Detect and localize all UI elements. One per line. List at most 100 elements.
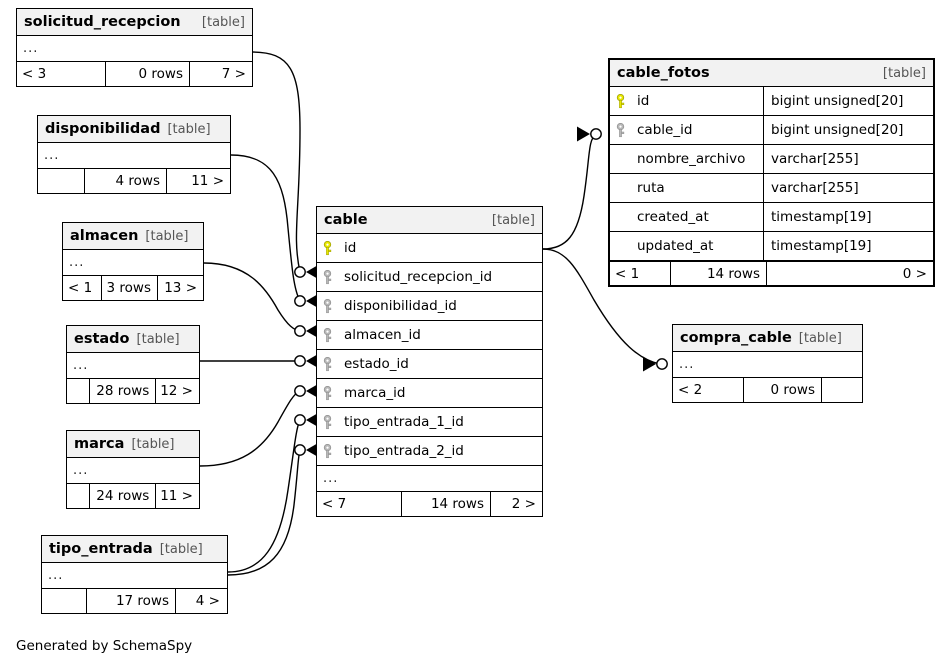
table-header: cable_fotos [table] (610, 60, 933, 87)
column-row-id[interactable]: id bigint unsigned[20] (610, 87, 933, 116)
key-icon-foreign (317, 356, 338, 372)
key-icon-foreign (317, 385, 338, 401)
footer-parents-count[interactable]: < 7 (322, 496, 347, 512)
table-footer: < 3 0 rows 7 > (17, 62, 252, 86)
footer-children-count[interactable]: 7 > (221, 66, 246, 82)
table-cable[interactable]: cable [table] id (316, 206, 543, 517)
column-name: marca_id (344, 385, 406, 401)
edge-cable-cable-fotos (542, 133, 597, 250)
column-row-disponibilidad-id[interactable]: disponibilidad_id (317, 292, 542, 321)
column-row-cable-id[interactable]: cable_id bigint unsigned[20] (610, 116, 933, 145)
column-name: tipo_entrada_1_id (344, 414, 464, 430)
column-type: bigint unsigned[20] (763, 87, 933, 115)
footer-parents-count[interactable]: < 1 (68, 280, 93, 296)
footer-children-count[interactable]: 11 > (191, 173, 224, 189)
footer-row-count: 17 rows (86, 589, 176, 613)
footer-parents-count[interactable] (38, 169, 84, 193)
column-name: tipo_entrada_2_id (344, 443, 464, 459)
table-cable-fotos[interactable]: cable_fotos [table] id bigint unsigned[2… (608, 58, 935, 287)
table-tag: [table] (145, 228, 189, 244)
footer-parents-count[interactable] (42, 589, 86, 613)
key-icon-foreign (317, 298, 338, 314)
footer-children-count[interactable]: 11 > (160, 488, 193, 504)
table-tag: [table] (131, 436, 175, 452)
table-footer: 4 rows 11 > (38, 169, 230, 193)
column-row-tipo-entrada-1-id[interactable]: tipo_entrada_1_id (317, 408, 542, 437)
column-name: updated_at (637, 238, 714, 254)
column-type: timestamp[19] (763, 203, 933, 231)
footer-row-count: 0 rows (105, 62, 190, 86)
footer-parents-count[interactable]: < 2 (678, 382, 703, 398)
column-name: id (637, 93, 650, 109)
footer-children-count[interactable]: 13 > (164, 280, 197, 296)
column-row-marca-id[interactable]: marca_id (317, 379, 542, 408)
footer-parents-count[interactable]: < 3 (22, 66, 47, 82)
table-title: cable_fotos (617, 65, 710, 81)
footer-children-count[interactable]: 12 > (160, 383, 193, 399)
key-icon-foreign (317, 414, 338, 430)
table-footer: 28 rows 12 > (67, 379, 199, 403)
key-icon-foreign (610, 122, 631, 138)
table-collapsed-columns: ... (673, 352, 862, 378)
table-title: almacen (70, 228, 139, 244)
footer-parents-count[interactable]: < 1 (615, 265, 640, 282)
table-collapsed-columns: ... (67, 458, 199, 484)
key-icon-primary (610, 93, 631, 109)
table-header: disponibilidad [table] (38, 116, 230, 143)
generated-by-caption: Generated by SchemaSpy (16, 638, 193, 654)
table-title: estado (74, 331, 130, 347)
column-row-created-at[interactable]: created_at timestamp[19] (610, 203, 933, 232)
table-collapsed-columns: ... (38, 143, 230, 169)
column-row-updated-at[interactable]: updated_at timestamp[19] (610, 232, 933, 261)
footer-parents-count[interactable] (67, 484, 89, 508)
table-tipo-entrada[interactable]: tipo_entrada [table] ... 17 rows 4 > (41, 535, 228, 614)
table-header: tipo_entrada [table] (42, 536, 227, 563)
table-footer: < 1 3 rows 13 > (63, 276, 203, 300)
table-title: disponibilidad (45, 121, 161, 137)
column-row-id[interactable]: id (317, 234, 542, 263)
table-solicitud-recepcion[interactable]: solicitud_recepcion [table] ... < 3 0 ro… (16, 8, 253, 87)
column-row-tipo-entrada-2-id[interactable]: tipo_entrada_2_id (317, 437, 542, 466)
table-title: solicitud_recepcion (24, 14, 181, 30)
table-tag: [table] (159, 541, 203, 557)
edge-disponibilidad-cable (230, 154, 301, 302)
edge-tipo-entrada-2-cable (227, 449, 301, 576)
column-row-almacen-id[interactable]: almacen_id (317, 321, 542, 350)
footer-row-count: 28 rows (88, 379, 157, 403)
table-tag: [table] (201, 14, 245, 30)
column-row-solicitud-recepcion-id[interactable]: solicitud_recepcion_id (317, 263, 542, 292)
column-type: varchar[255] (763, 174, 933, 202)
table-disponibilidad[interactable]: disponibilidad [table] ... 4 rows 11 > (37, 115, 231, 194)
table-estado[interactable]: estado [table] ... 28 rows 12 > (66, 325, 200, 404)
column-name: ruta (637, 180, 665, 196)
table-header: marca [table] (67, 431, 199, 458)
footer-row-count: 24 rows (88, 484, 157, 508)
footer-children-count[interactable]: 2 > (511, 496, 536, 512)
footer-parents-count[interactable] (67, 379, 89, 403)
column-row-ruta[interactable]: ruta varchar[255] (610, 174, 933, 203)
column-row-nombre-archivo[interactable]: nombre_archivo varchar[255] (610, 145, 933, 174)
key-icon-foreign (317, 269, 338, 285)
footer-children-count[interactable] (822, 378, 862, 402)
edge-solicitud-recepcion-cable (251, 51, 301, 273)
table-footer: < 7 14 rows 2 > (317, 492, 542, 516)
footer-row-count: 14 rows (401, 492, 491, 516)
table-tag: [table] (491, 212, 535, 228)
table-almacen[interactable]: almacen [table] ... < 1 3 rows 13 > (62, 222, 204, 301)
table-compra-cable[interactable]: compra_cable [table] ... < 2 0 rows (672, 324, 863, 403)
edge-tipo-entrada-1-cable (227, 419, 301, 573)
table-marca[interactable]: marca [table] ... 24 rows 11 > (66, 430, 200, 509)
key-icon-foreign (317, 327, 338, 343)
table-tag: [table] (882, 65, 926, 81)
key-icon-foreign (317, 443, 338, 459)
key-icon-primary (317, 240, 338, 256)
footer-children-count[interactable]: 0 > (902, 265, 927, 282)
table-header: cable [table] (317, 207, 542, 234)
footer-children-count[interactable]: 4 > (195, 593, 220, 609)
table-collapsed-columns: ... (17, 36, 252, 62)
column-row-estado-id[interactable]: estado_id (317, 350, 542, 379)
table-tag: [table] (136, 331, 180, 347)
column-name: almacen_id (344, 327, 421, 343)
footer-row-count: 3 rows (101, 276, 158, 300)
